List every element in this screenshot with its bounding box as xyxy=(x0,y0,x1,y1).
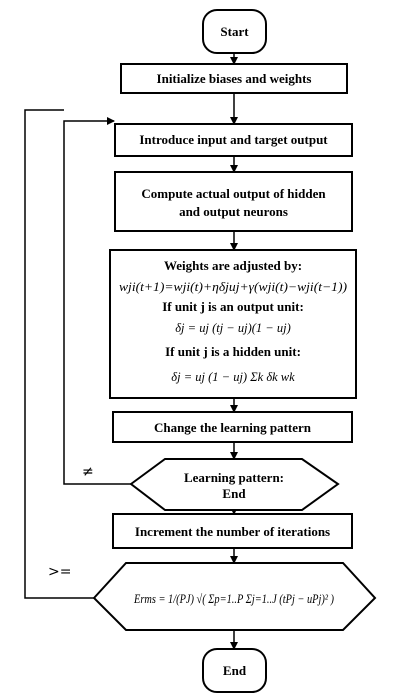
output-unit-label: If unit j is an output unit: xyxy=(162,299,304,314)
not-equal-label: ≠ xyxy=(82,464,94,480)
weights-box: Weights are adjusted by: wji(t+1)=wji(t)… xyxy=(109,249,357,399)
compute-box: Compute actual output of hidden and outp… xyxy=(114,171,353,232)
end-label: End xyxy=(223,663,247,678)
increment-box: Increment the number of iterations xyxy=(112,513,353,549)
end-node: End xyxy=(202,648,267,693)
erms-decision: Erms = 1/(PJ) √( Σp=1..P Σj=1..J (tPj − … xyxy=(92,562,377,631)
loop-greater-equal xyxy=(24,109,94,599)
greater-equal-label: >= xyxy=(48,564,71,580)
decision-label-line2: End xyxy=(222,486,246,501)
change-pattern-label: Change the learning pattern xyxy=(154,420,312,435)
start-node: Start xyxy=(202,9,267,54)
loop-not-equal xyxy=(63,117,131,485)
hidden-unit-label: If unit j is a hidden unit: xyxy=(165,344,301,359)
output-unit-equation: δj = uj (tj − uj)(1 − uj) xyxy=(175,321,290,335)
change-pattern-box: Change the learning pattern xyxy=(112,411,353,443)
decision-label-line1: Learning pattern: xyxy=(184,470,284,485)
initialize-box: Initialize biases and weights xyxy=(120,63,348,94)
weights-title: Weights are adjusted by: xyxy=(164,258,302,273)
erms-equation: Erms = 1/(PJ) √( Σp=1..P Σj=1..J (tPj − … xyxy=(133,592,334,606)
weights-update-equation: wji(t+1)=wji(t)+ηδjuj+γ(wji(t)−wji(t−1)) xyxy=(119,280,347,294)
compute-label-line1: Compute actual output of hidden xyxy=(141,186,326,201)
initialize-label: Initialize biases and weights xyxy=(157,71,312,86)
introduce-box: Introduce input and target output xyxy=(114,123,353,157)
start-label: Start xyxy=(220,24,249,39)
hidden-unit-equation: δj = uj (1 − uj) Σk δk wk xyxy=(171,370,295,384)
introduce-label: Introduce input and target output xyxy=(139,132,328,147)
learning-pattern-decision: Learning pattern: End xyxy=(129,458,340,511)
compute-label-line2: and output neurons xyxy=(179,204,288,219)
increment-label: Increment the number of iterations xyxy=(135,524,330,539)
